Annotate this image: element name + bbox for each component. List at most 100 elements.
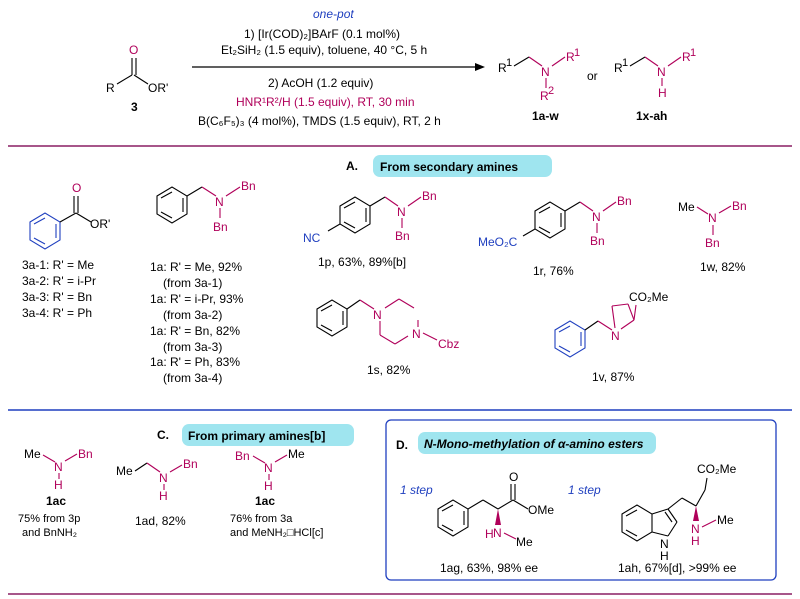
svg-text:O: O [72,181,81,195]
svg-text:Me: Me [24,447,41,461]
svg-text:Bn: Bn [705,236,720,250]
svg-text:1: 1 [506,57,512,69]
note-1ac-a-1: 75% from 3p [18,513,80,525]
compound-1s-structure: N N Cbz [316,298,459,351]
svg-text:H: H [658,86,667,100]
svg-text:O: O [509,470,518,484]
svg-text:N: N [54,460,63,474]
note-1ac-b-1: 76% from 3a [230,513,293,525]
result-1a-me: 1a: R' = Me, 92% [150,260,242,274]
svg-text:N: N [264,461,273,475]
svg-text:R: R [106,81,115,95]
compound-1ac-b-structure: Bn N Me H [235,447,305,493]
label-1ag: 1ag, 63%, 98% ee [440,561,538,575]
svg-text:N: N [708,211,717,225]
ester-3a-2: 3a-2: R' = i-Pr [22,274,96,288]
label-1p: 1p, 63%, 89%[b] [318,255,406,269]
svg-text:Bn: Bn [213,220,228,234]
step1-line2: Et₂SiH₂ (1.5 equiv), toluene, 40 °C, 5 h [221,43,427,57]
result-1a-ipr: 1a: R' = i-Pr, 93% [150,292,244,306]
svg-text:Me: Me [717,513,734,527]
svg-text:N: N [412,327,421,341]
svg-text:R: R [498,61,507,75]
svg-text:MeO₂C: MeO₂C [478,235,518,249]
or-text: or [587,69,598,83]
svg-text:Bn: Bn [395,229,410,243]
label-1ad: 1ad, 82% [135,514,186,528]
svg-text:R: R [566,50,575,64]
svg-text:Me: Me [678,200,695,214]
step2-line3: B(C₆F₅)₃ (4 mol%), TMDS (1.5 equiv), RT,… [198,114,441,128]
svg-text:H: H [54,478,63,492]
result-from-3a-2: (from 3a-2) [163,308,222,322]
svg-text:1: 1 [574,47,580,59]
svg-text:N: N [159,471,168,485]
label-1ac-b: 1ac [255,494,275,508]
ester-3a-1: 3a-1: R' = Me [22,258,94,272]
compound-1ad-structure: Me N Bn H [116,457,198,503]
svg-text:Bn: Bn [78,447,93,461]
svg-text:N: N [592,210,601,224]
svg-text:N: N [660,537,669,551]
svg-text:CO₂Me: CO₂Me [697,462,737,476]
svg-text:N: N [493,526,502,540]
label-1s: 1s, 82% [367,363,411,377]
compound-1r-structure: MeO₂C N Bn Bn [478,194,632,249]
svg-text:H: H [159,489,168,503]
svg-text:Me: Me [116,464,133,478]
svg-text:R: R [614,61,623,75]
svg-text:N: N [691,522,700,536]
svg-text:N: N [657,65,666,79]
note-1ac-b-2: and MeNH₂□HCl[c] [230,527,323,539]
product1-label: 1a-w [532,109,559,123]
svg-text:H: H [264,479,273,493]
label-1ah: 1ah, 67%[d], >99% ee [618,561,737,575]
starting-material-ester: O R OR' 3 [106,43,168,114]
svg-text:Me: Me [288,447,305,461]
section-c-marker: C. [157,428,169,442]
compound-1w-structure: Me N Bn Bn [678,199,747,250]
ester-3a-4: 3a-4: R' = Ph [22,306,92,320]
result-1a-ph: 1a: R' = Ph, 83% [150,355,240,369]
tribenzylamine-structure: N Bn Bn [156,179,256,234]
benzoate-ester-structure: O OR' [29,181,110,250]
section-d-marker: D. [396,438,408,452]
section-d-title: N-Mono-methylation of α-amino esters [424,437,644,451]
svg-text:N: N [373,308,382,322]
svg-text:1: 1 [690,47,696,59]
result-1a-bn: 1a: R' = Bn, 82% [150,324,240,338]
section-c-title-pill [182,424,354,446]
svg-text:N: N [397,205,406,219]
svg-text:Bn: Bn [590,234,605,248]
product2-label: 1x-ah [636,109,667,123]
compound-1ac-a-structure: Me N Bn H [24,447,93,492]
result-from-3a-4: (from 3a-4) [163,371,222,385]
svg-text:OR': OR' [90,217,110,231]
result-from-3a-3: (from 3a-3) [163,340,222,354]
compound-1ag-structure: O OMe N H Me [437,470,554,549]
svg-text:Me: Me [516,535,533,549]
compound-1ah-structure: N H CO₂Me N H Me [621,462,737,563]
svg-text:Cbz: Cbz [438,337,459,351]
svg-text:OMe: OMe [528,503,554,517]
svg-text:2: 2 [548,85,554,97]
svg-text:N: N [215,195,224,209]
compound-1p-structure: NC N Bn Bn [303,189,437,245]
step-label-b: 1 step [568,483,601,497]
svg-text:CO₂Me: CO₂Me [629,290,669,304]
svg-text:N: N [541,65,550,79]
label-1w: 1w, 82% [700,260,746,274]
section-c-title: From primary amines[b] [188,429,325,443]
svg-text:Bn: Bn [617,194,632,208]
svg-text:N: N [611,329,620,343]
svg-text:Bn: Bn [241,179,256,193]
label-1v: 1v, 87% [592,370,635,384]
svg-text:1: 1 [622,57,628,69]
reaction-arrow [192,63,485,71]
section-a-title-pill [373,155,552,177]
svg-text:H: H [485,527,494,541]
svg-text:H: H [660,549,669,563]
